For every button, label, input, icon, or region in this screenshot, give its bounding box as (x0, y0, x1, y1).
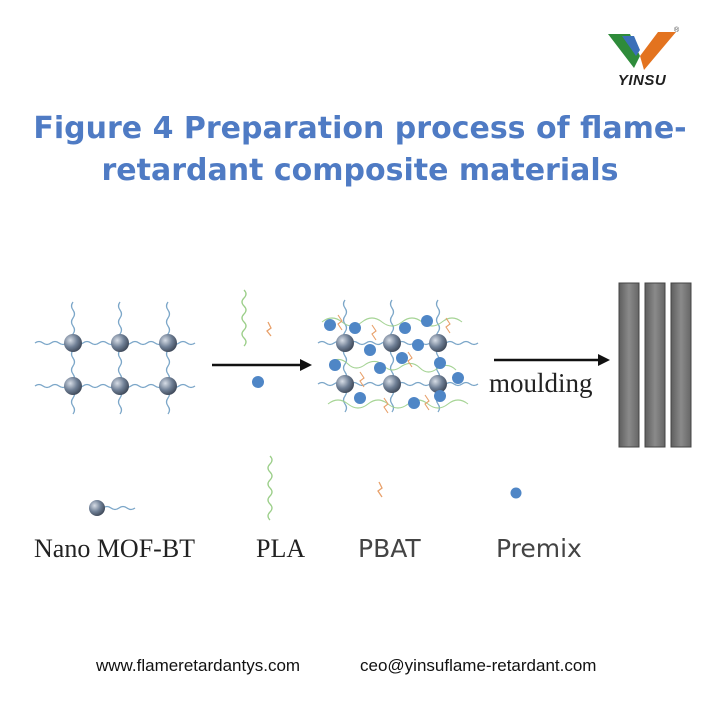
legend-pbat-icon (377, 481, 383, 498)
arrow-moulding (494, 354, 610, 366)
mof-spheres (64, 334, 177, 395)
website-link[interactable]: www.flameretardantys.com (96, 656, 301, 675)
yinsu-logo: ® YINSU (598, 26, 688, 96)
svg-text:®: ® (674, 26, 680, 34)
moulding-label: moulding (489, 368, 593, 398)
legend-pbat-label: PBAT (358, 534, 421, 563)
legend-premix-label: Premix (496, 534, 582, 563)
pbat-chain-input (266, 321, 272, 337)
premix-dot-input (252, 376, 264, 388)
legend-premix-icon (510, 487, 522, 499)
mof-network (34, 301, 196, 415)
legend-mof-label: Nano MOF-BT (34, 534, 196, 563)
pla-chain-input (241, 289, 247, 347)
legend-pla-label: PLA (256, 534, 306, 563)
moulded-bars (618, 282, 692, 448)
figure-title: Figure 4 Preparation process of flame-re… (33, 111, 687, 188)
yinsu-logo-mark-icon: ® (608, 26, 680, 70)
legend-pla-icon (267, 455, 273, 521)
brand-name: YINSU (617, 72, 667, 89)
email-link[interactable]: ceo@yinsuflame-retardant.com (360, 656, 597, 675)
legend-mof-icon (89, 500, 136, 516)
arrow-mix (212, 359, 312, 371)
composite-network (317, 299, 479, 414)
process-diagram: moulding (34, 282, 692, 521)
